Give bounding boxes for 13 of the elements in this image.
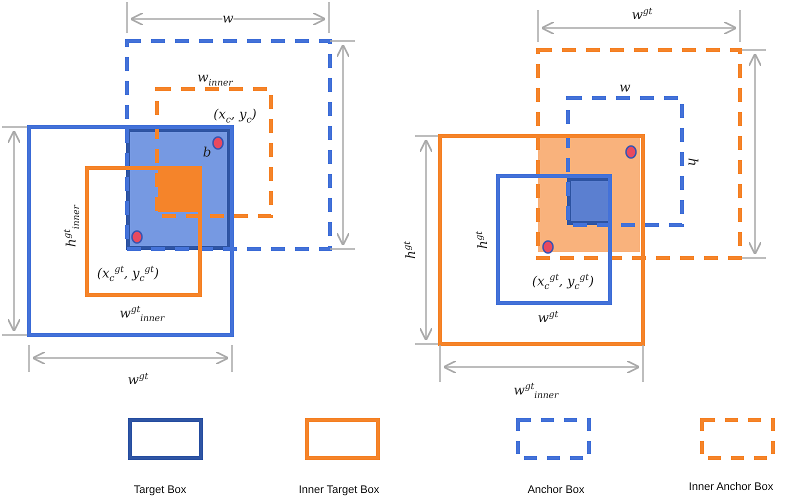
math-label: w$_{inner}$	[197, 72, 233, 88]
legend-label: Target Box	[134, 484, 186, 496]
math-label: w	[619, 82, 631, 94]
legend-label: Inner Anchor Box	[688, 481, 774, 493]
math-label: b	[202, 146, 212, 160]
math-label: h	[686, 158, 698, 166]
math-label: (x$_{c}$$^{gt}$, y$_{c}$$^{gt}$)	[97, 266, 159, 284]
legend-label: Anchor Box	[528, 484, 584, 496]
legend-label: Inner Target Box	[298, 484, 380, 496]
math-label: w	[222, 12, 234, 26]
math-label: (x$_{c}$$^{gt}$, y$_{c}$$^{gt}$)	[532, 274, 594, 292]
math-label: (x$_{c}$, y$_{c}$)	[213, 108, 257, 126]
math-label: w$^{gt}$	[538, 310, 558, 326]
